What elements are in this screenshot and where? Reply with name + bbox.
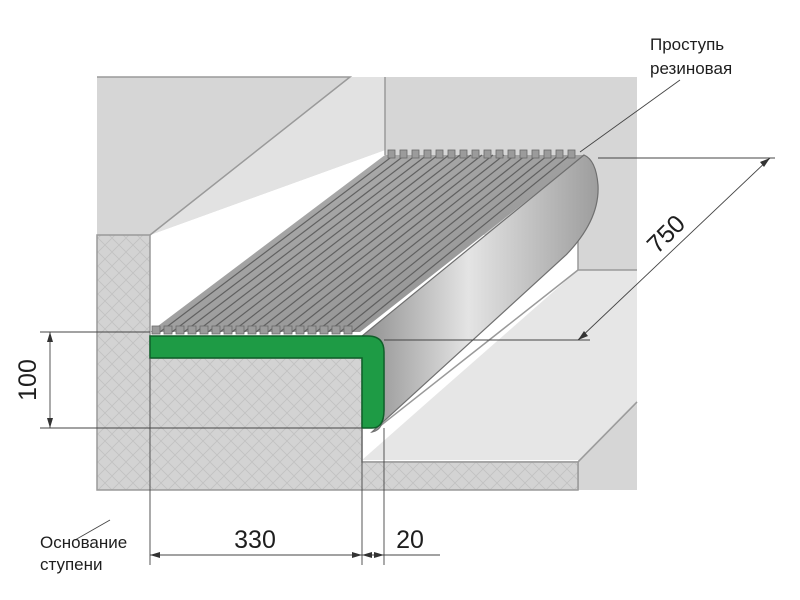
- base-label-line1: Основание: [40, 533, 127, 552]
- lower-steps: [362, 240, 638, 490]
- base-label-line2: ступени: [40, 555, 103, 574]
- dimension-arrows: [47, 158, 770, 558]
- dimension-height-label: 100: [14, 359, 42, 401]
- dimension-depth-label: 330: [234, 526, 276, 554]
- tread-title-line1: Проступь: [650, 35, 724, 54]
- dimension-overhang-label: 20: [396, 526, 424, 554]
- dimension-lines: [40, 79, 775, 565]
- green-profile: [149, 335, 385, 429]
- dimension-length-label: 750: [642, 210, 691, 259]
- rubber-tread-top: [150, 149, 585, 335]
- tread-title-line2: резиновая: [650, 59, 732, 78]
